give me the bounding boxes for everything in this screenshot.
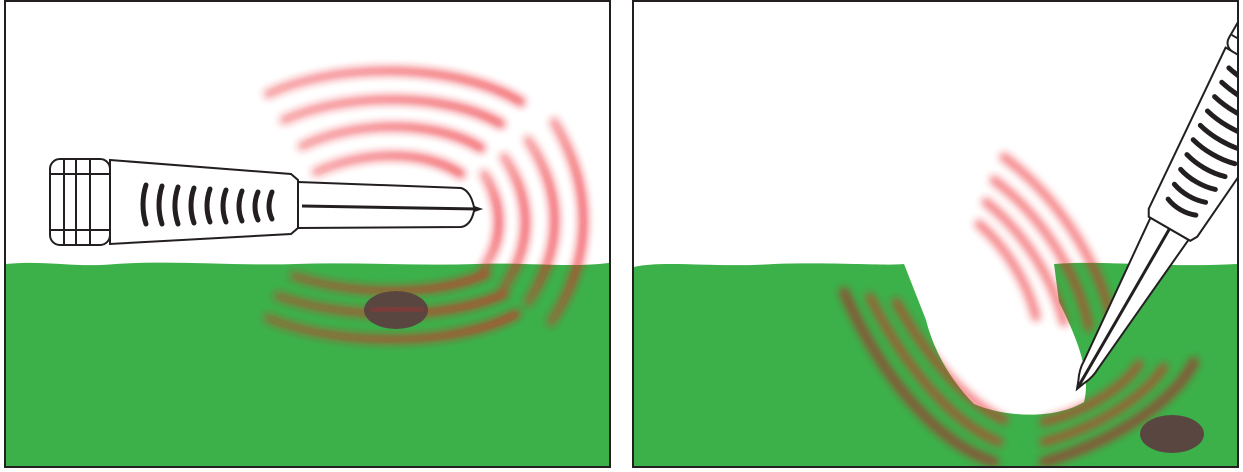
pinpointer-device xyxy=(50,159,480,245)
scene-hovering-svg xyxy=(6,2,609,466)
buried-target xyxy=(1140,415,1204,453)
scene-panel-hovering xyxy=(4,0,611,468)
scene-probing-svg xyxy=(634,2,1237,466)
ground xyxy=(6,263,609,466)
scene-panel-probing xyxy=(632,0,1239,468)
